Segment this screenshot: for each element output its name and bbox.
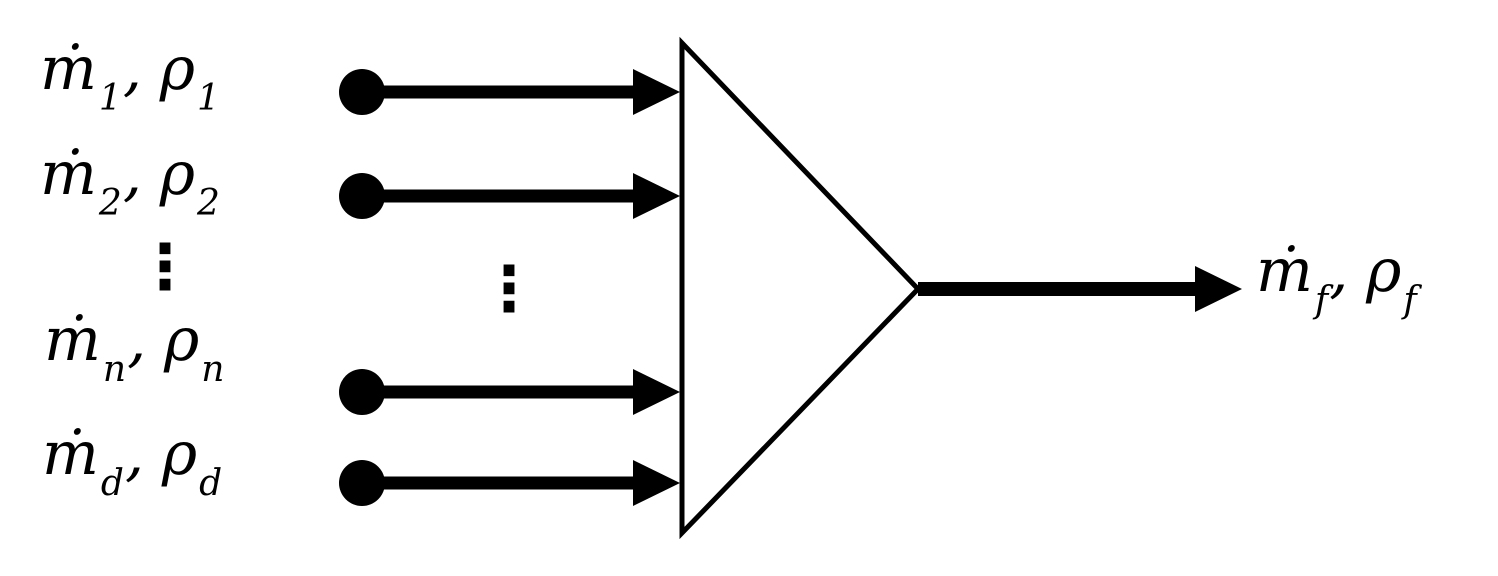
input-arrow-n (339, 369, 680, 415)
mdot-subscript: f (1314, 279, 1330, 321)
input-stream-label-1: ṁ1,ρ1 (40, 39, 221, 116)
arrowhead-icon (633, 460, 680, 506)
mdot-subscript: d (100, 462, 125, 504)
rho-symbol: ρ (1366, 236, 1403, 306)
input-arrow-d (339, 460, 680, 506)
mdot-subscript: 1 (98, 77, 123, 119)
input-stream-label-d: ṁd,ρd (42, 424, 223, 501)
comma-separator: , (122, 139, 143, 209)
comma-separator: , (124, 419, 146, 489)
input-arrow-1 (339, 69, 680, 115)
input-stream-label-n: ṁn,ρn (44, 310, 225, 387)
arrow-shaft (362, 189, 646, 203)
mdot-symbol: ṁ (42, 419, 100, 489)
labels-vertical-ellipsis: ⋮ (134, 230, 196, 303)
rho-subscript: n (201, 348, 226, 390)
arrowhead-icon (633, 69, 680, 115)
arrow-shaft (362, 85, 646, 99)
rho-subscript: 1 (196, 77, 221, 119)
mixer-triangle (679, 36, 922, 540)
rho-subscript: f (1403, 279, 1418, 321)
mdot-subscript: n (102, 348, 128, 390)
rho-symbol: ρ (163, 305, 201, 375)
rho-subscript: d (199, 462, 224, 504)
output-stream-label: ṁf,ρf (1256, 241, 1418, 318)
arrow-shaft (362, 385, 646, 399)
mdot-symbol: ṁ (1256, 236, 1314, 306)
rho-symbol: ρ (159, 34, 196, 104)
input-arrow-2 (339, 173, 680, 219)
rho-symbol: ρ (161, 419, 199, 489)
arrowhead-icon (1195, 266, 1242, 312)
comma-separator: , (1329, 236, 1350, 306)
arrow-shaft (362, 476, 646, 490)
mdot-symbol: ṁ (44, 305, 102, 375)
arrowhead-icon (633, 173, 680, 219)
mdot-subscript: 2 (98, 182, 123, 224)
comma-separator: , (122, 34, 143, 104)
mdot-symbol: ṁ (40, 34, 98, 104)
arrows-vertical-ellipsis: ⋮ (478, 252, 540, 325)
output-arrow (918, 266, 1242, 312)
input-stream-label-2: ṁ2,ρ2 (40, 144, 221, 221)
arrowhead-icon (633, 369, 680, 415)
mdot-symbol: ṁ (40, 139, 98, 209)
rho-subscript: 2 (196, 182, 221, 224)
comma-separator: , (127, 305, 148, 375)
arrow-shaft (918, 282, 1198, 296)
rho-symbol: ρ (159, 139, 196, 209)
